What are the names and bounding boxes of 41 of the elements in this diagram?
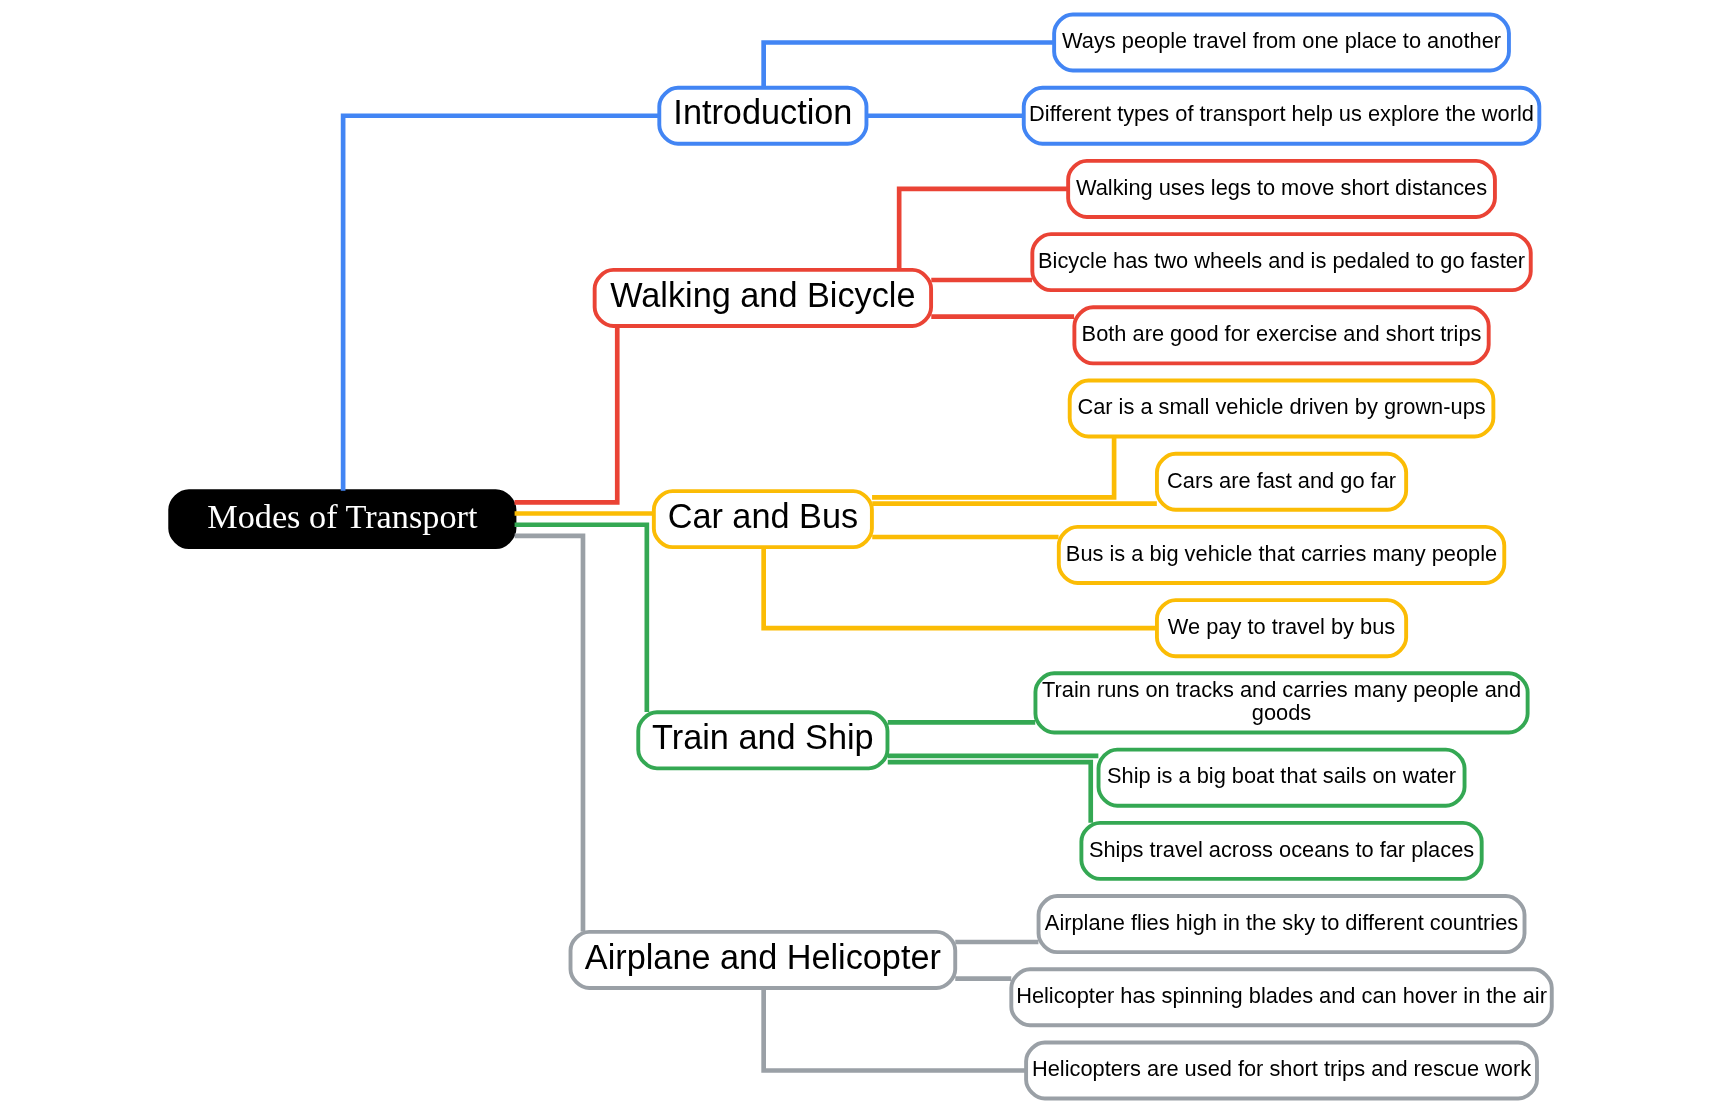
connector [930, 277, 1032, 283]
connector [866, 113, 1023, 119]
node-box: Ways people travel from one place to another [1051, 12, 1511, 73]
node-box: Cars are fast and go far [1154, 451, 1408, 512]
node-box: Train runs on tracks and carries many people and goods [1033, 671, 1530, 735]
connector [871, 436, 1116, 500]
connector [514, 511, 653, 516]
connector [954, 939, 1038, 945]
node-box: Train and Ship [635, 710, 889, 771]
node-box: Introduction [656, 85, 868, 146]
node-box: Helicopter has spinning blades and can hover in the air [1008, 967, 1554, 1028]
node-box: Car and Bus [651, 489, 874, 550]
node-box: Modes of Transport [167, 489, 516, 550]
node-box: Car is a small vehicle driven by grown-ups [1067, 378, 1495, 439]
node-box: Ship is a big boat that sails on water [1096, 747, 1466, 808]
connector [760, 40, 1054, 88]
connector [514, 533, 585, 932]
connector [514, 522, 649, 713]
node-box: Different types of transport help us explore the world [1021, 85, 1541, 146]
connector [871, 534, 1059, 540]
node-box: Both are good for exercise and short trips [1071, 305, 1491, 366]
node-box: We pay to travel by bus [1154, 598, 1408, 659]
connector [340, 113, 659, 491]
node-box: Walking and Bicycle [592, 267, 933, 328]
node-box: Airplane and Helicopter [568, 929, 957, 990]
connector [514, 326, 620, 505]
connector [887, 753, 1098, 759]
connector [887, 759, 1093, 823]
node-box: Bus is a big vehicle that carries many people [1056, 524, 1506, 585]
connector [871, 501, 1157, 506]
node-box: Walking uses legs to move short distances [1065, 158, 1497, 219]
connector [760, 988, 1026, 1073]
connector [930, 314, 1074, 319]
connector [887, 720, 1035, 725]
node-box: Ships travel across oceans to far places [1078, 820, 1484, 881]
node-box: Airplane flies high in the sky to different countries [1036, 894, 1526, 955]
node-box: Bicycle has two wheels and is pedaled to go faster [1029, 232, 1533, 293]
connector [954, 976, 1011, 981]
connector [896, 186, 1068, 270]
node-box: Helicopters are used for short trips and rescue work [1023, 1040, 1539, 1101]
connector [760, 547, 1157, 631]
